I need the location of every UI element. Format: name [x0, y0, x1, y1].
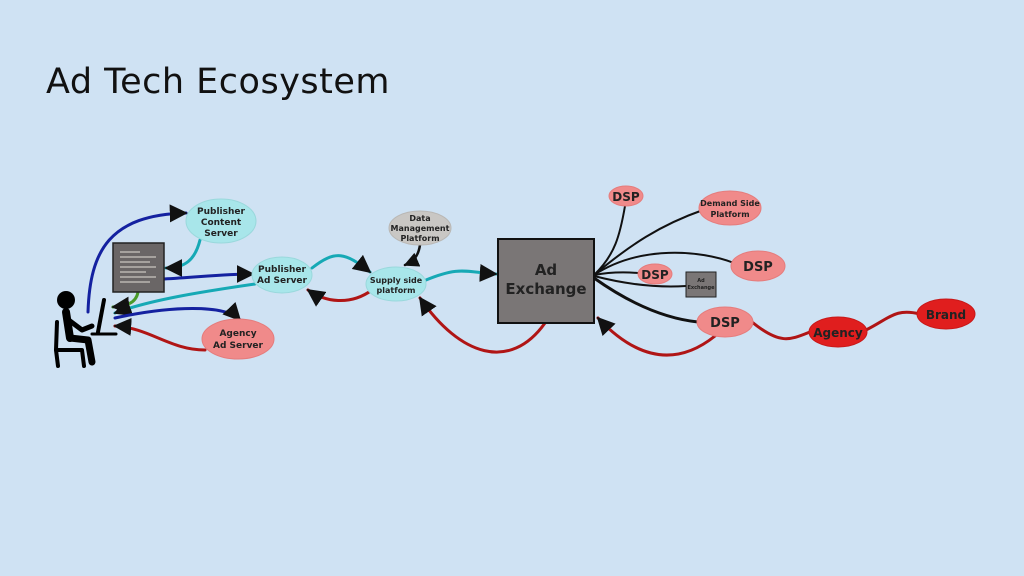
- label-line-1: Publisher: [258, 265, 306, 275]
- webpage-thumbnail-icon: [112, 242, 165, 293]
- label-line-3: Server: [204, 229, 238, 239]
- edge-webpage-to-user: [111, 290, 140, 315]
- label-line-2: Exchange: [505, 280, 586, 298]
- node-brand[interactable]: Brand: [916, 298, 976, 330]
- label-line-1: Ad: [697, 278, 705, 284]
- node-dsp-right[interactable]: DSP: [730, 250, 786, 282]
- edge-user-to-agency-ad-server: [113, 302, 242, 322]
- node-supply-side-platform[interactable]: Supply side platform: [365, 266, 427, 302]
- edge-exchange-to-dsp-bottom: [592, 276, 700, 324]
- label-line-1: Demand Side: [700, 199, 760, 208]
- person-at-computer-icon: [54, 291, 118, 368]
- node-publisher-content-server[interactable]: Publisher Content Server: [185, 198, 257, 244]
- edge-ad-server-to-ssp: [310, 254, 372, 274]
- label-line-1: Ad: [535, 261, 557, 279]
- label-line-2: platform: [377, 286, 416, 295]
- edges: [86, 204, 922, 357]
- edge-exchange-to-dsp-small: [593, 271, 639, 276]
- label-line-1: Supply side: [370, 276, 423, 285]
- edge-dsp-to-exchange: [596, 316, 717, 357]
- label-line-1: Publisher: [197, 207, 245, 217]
- edge-ssp-to-ad-server: [306, 288, 374, 307]
- label: Agency: [813, 326, 863, 340]
- edge-dsp-to-agency: [750, 320, 812, 341]
- edge-agency-to-brand: [864, 310, 922, 332]
- node-demand-side-platform[interactable]: Demand Side Platform: [698, 190, 762, 226]
- node-ad-exchange[interactable]: Ad Exchange: [497, 238, 595, 324]
- label: DSP: [612, 190, 640, 204]
- node-small-ad-exchange[interactable]: Ad Exchange: [685, 271, 717, 298]
- edge-webpage-to-ad-server: [162, 265, 255, 284]
- edge-ssp-to-exchange: [424, 263, 498, 282]
- slide-title: Ad Tech Ecosystem: [46, 62, 390, 102]
- label-line-2: Exchange: [687, 285, 715, 291]
- node-data-management-platform[interactable]: Data Management Platform: [388, 210, 452, 246]
- node-dsp-bottom[interactable]: DSP: [696, 306, 754, 338]
- label: DSP: [641, 268, 669, 282]
- label-line-2: Ad Server: [257, 276, 308, 286]
- edge-exchange-to-ssp: [418, 296, 547, 354]
- label-line-2: Ad Server: [213, 341, 264, 351]
- edge-exchange-to-dsp-top: [593, 205, 626, 276]
- label-line-1: Data: [409, 214, 430, 223]
- node-agency[interactable]: Agency: [808, 316, 868, 348]
- label-line-2: Content: [201, 218, 242, 228]
- label: Brand: [926, 308, 966, 322]
- node-publisher-ad-server[interactable]: Publisher Ad Server: [251, 256, 313, 294]
- label: DSP: [743, 260, 773, 275]
- label-line-2: Management: [391, 224, 450, 233]
- label: DSP: [710, 316, 740, 331]
- label-line-2: Platform: [710, 210, 749, 219]
- edge-exchange-to-small-exchange: [593, 275, 687, 288]
- edge-exchange-to-demand-side-platform: [593, 209, 704, 276]
- node-dsp-small[interactable]: DSP: [637, 263, 673, 285]
- node-dsp-top[interactable]: DSP: [608, 185, 644, 207]
- label-line-1: Agency: [219, 329, 256, 339]
- edge-content-server-to-webpage: [164, 238, 202, 277]
- node-agency-ad-server[interactable]: Agency Ad Server: [201, 318, 275, 360]
- edge-agency-ad-server-to-user: [113, 317, 207, 352]
- label-line-3: Platform: [400, 234, 439, 243]
- edge-user-to-content-server: [86, 204, 188, 314]
- edge-dmp-to-ssp: [403, 243, 422, 267]
- edge-exchange-to-dsp-right: [593, 251, 735, 276]
- edge-ad-server-to-user: [113, 282, 257, 316]
